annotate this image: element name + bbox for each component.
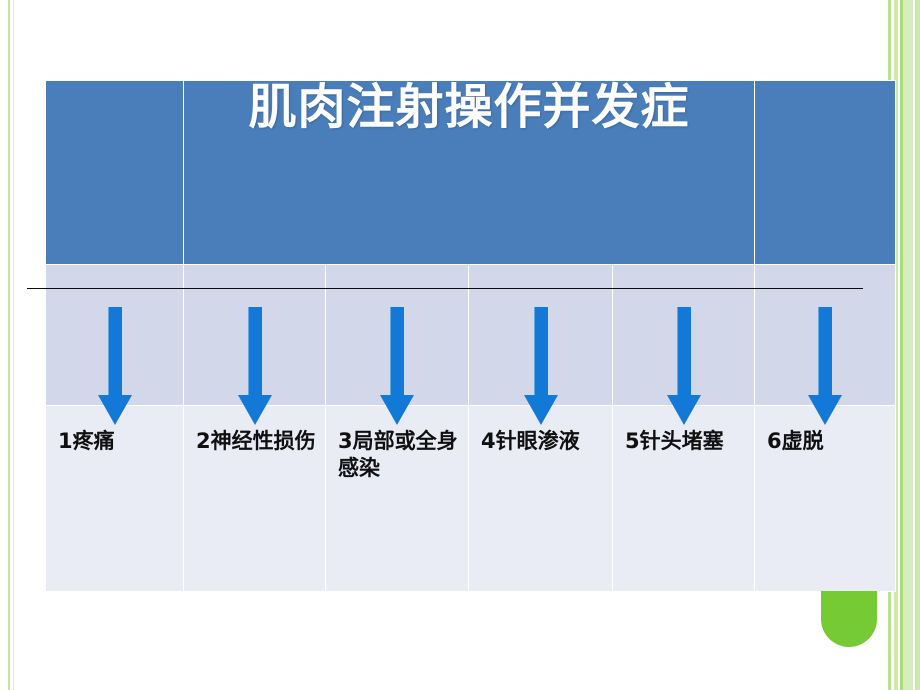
right-stripe-3 [894,0,898,690]
page-title: 肌肉注射操作并发症 [248,79,690,135]
table-header-row: 肌肉注射操作并发症 [45,79,897,265]
arrow-cell-6 [754,264,897,425]
header-cell-left [45,80,184,265]
right-stripe-5 [900,0,903,690]
complication-label: 4针眼渗液 [481,429,580,453]
right-stripe-8 [915,0,920,690]
right-stripe-6 [903,0,913,690]
complication-cell-2: 2神经性损伤 [183,405,326,592]
down-arrow-shaft [676,307,691,397]
horizontal-rule [27,288,863,289]
down-arrow-shaft [533,307,548,397]
down-arrow-shaft [818,307,833,397]
green-accent-shape [821,591,877,647]
complication-label: 5针头堵塞 [625,429,724,453]
arrow-cell-3 [325,264,469,425]
complication-label: 6虚脱 [767,429,824,453]
right-stripe-7 [913,0,915,690]
complication-cell-6: 6虚脱 [754,405,897,592]
down-arrow-shaft [247,307,262,397]
complication-cell-3: 3局部或全身感染 [325,405,469,592]
complication-label: 2神经性损伤 [196,429,316,453]
table-label-row: 1疼痛 2神经性损伤 3局部或全身感染 4针眼渗液 5针头堵塞 6虚脱 [45,405,897,592]
arrow-cell-5 [611,264,756,425]
complications-table: 肌肉注射操作并发症 [45,79,897,592]
down-arrow-shaft [107,307,122,397]
complication-label: 1疼痛 [58,429,115,453]
arrow-cell-2 [183,264,326,425]
complication-cell-4: 4针眼渗液 [468,405,613,592]
left-frame-line-inner [13,0,14,690]
complications-table-wrap: 肌肉注射操作并发症 [45,80,897,592]
arrow-cell-4 [468,264,613,425]
complication-cell-5: 5针头堵塞 [611,405,756,592]
arrow-cell-1 [45,264,184,425]
complication-label: 3局部或全身感染 [338,429,458,480]
table-arrow-row [45,264,897,425]
title-cell: 肌肉注射操作并发症 [182,79,756,265]
left-frame-line-outer [8,0,10,690]
header-cell-right [754,80,897,265]
complication-cell-1: 1疼痛 [45,405,184,592]
right-stripe-4 [898,0,900,690]
down-arrow-shaft [390,307,404,397]
